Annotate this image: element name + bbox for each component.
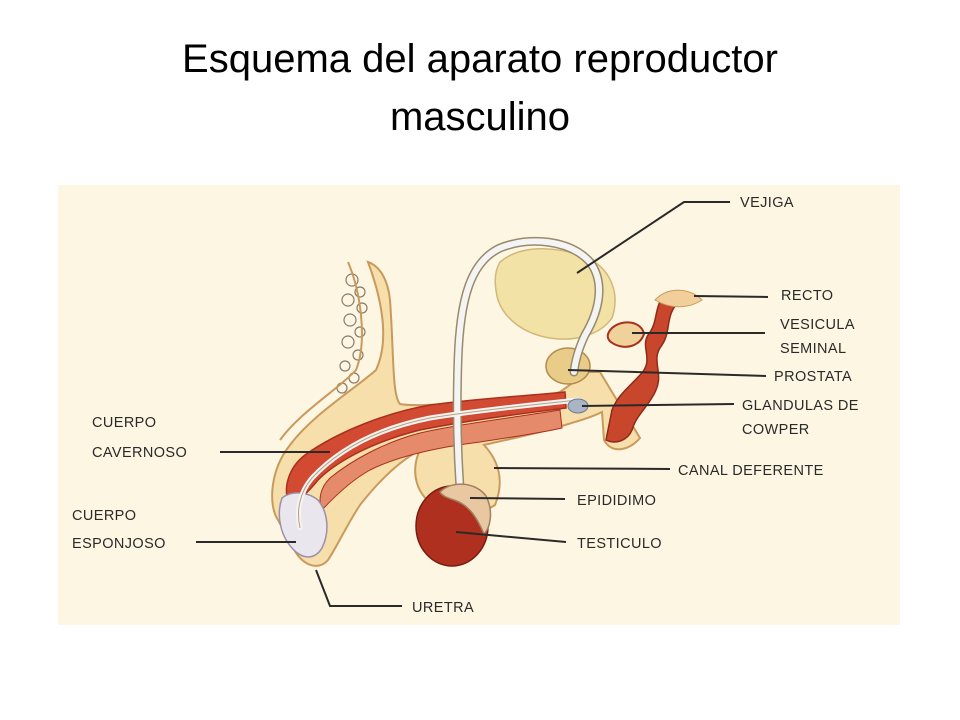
prostate [545, 347, 591, 385]
urethra-duct-edge [298, 399, 579, 529]
leader-testiculo [455, 531, 567, 543]
label-cuerpo-cavernoso-1: CUERPO [92, 415, 156, 431]
label-epididimo: EPIDIDIMO [577, 493, 656, 509]
vas-deferens-inner [454, 238, 603, 515]
leader-vejiga [576, 201, 730, 274]
leader-epididimo [469, 497, 566, 500]
label-cuerpo-cavernoso-2: CAVERNOSO [92, 445, 187, 461]
leader-lines [196, 201, 769, 607]
anatomy-diagram: VEJIGA RECTO VESICULA SEMINAL PROSTATA G… [58, 185, 900, 625]
leader-cowper [581, 403, 735, 407]
rectum-top [654, 289, 703, 308]
label-vejiga: VEJIGA [740, 195, 794, 211]
label-cowper-1: GLANDULAS DE [742, 398, 859, 414]
label-vesicula-2: SEMINAL [780, 341, 846, 357]
label-recto: RECTO [781, 288, 834, 304]
leader-canal [493, 467, 671, 470]
leader-uretra [315, 569, 402, 607]
title-line-2: masculino [389, 95, 571, 139]
glans [278, 492, 328, 558]
title-line-1: Esquema del aparato reproductor [182, 37, 778, 81]
abdomen-outline [279, 261, 363, 441]
seminal-vesicle [606, 321, 646, 348]
label-prostata: PROSTATA [774, 369, 852, 385]
leader-recto [693, 295, 769, 298]
label-cuerpo-esponjoso-2: ESPONJOSO [72, 536, 166, 552]
anatomy-svg: VEJIGA RECTO VESICULA SEMINAL PROSTATA G… [58, 185, 900, 625]
label-uretra: URETRA [412, 600, 474, 616]
leader-prostata [567, 369, 767, 377]
label-cuerpo-esponjoso-1: CUERPO [72, 508, 136, 524]
label-canal-deferente: CANAL DEFERENTE [678, 463, 824, 479]
label-cowper-2: COWPER [742, 422, 810, 438]
label-vesicula-1: VESICULA [780, 317, 855, 333]
label-testiculo: TESTICULO [577, 536, 662, 552]
slide-title: Esquema del aparato reproductor masculin… [0, 30, 960, 146]
